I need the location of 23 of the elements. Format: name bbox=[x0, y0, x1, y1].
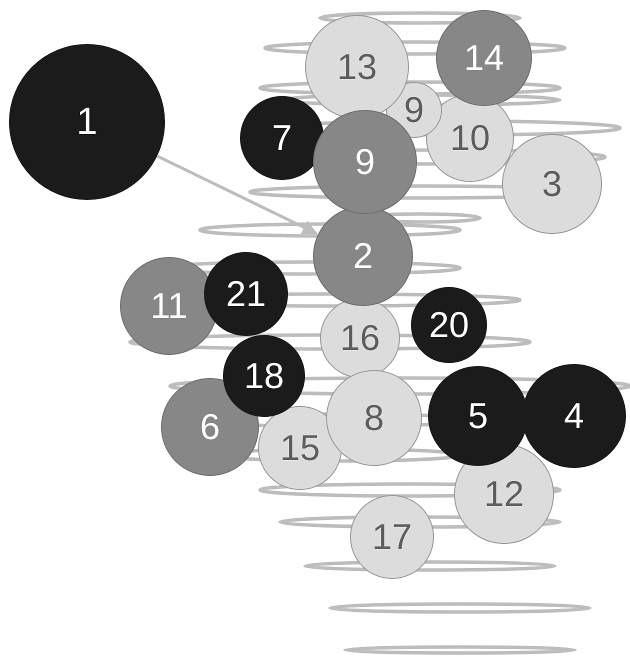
circle-number: 4 bbox=[564, 398, 584, 434]
arrow bbox=[156, 154, 318, 235]
circle-number: 9 bbox=[354, 144, 376, 180]
circle-number: 13 bbox=[336, 49, 378, 85]
circle-number: 1 bbox=[76, 103, 98, 141]
circle-number: 6 bbox=[200, 409, 220, 445]
circle-number: 11 bbox=[150, 288, 188, 324]
circle-number: 15 bbox=[280, 430, 320, 466]
circle-number: 12 bbox=[484, 476, 524, 512]
circle-number: 7 bbox=[272, 120, 292, 156]
circle-number: 5 bbox=[468, 398, 488, 434]
circle-number: 8 bbox=[364, 400, 384, 436]
numbered-circle bbox=[436, 10, 532, 106]
circle-number: 14 bbox=[464, 40, 504, 76]
circle-number: 18 bbox=[244, 358, 284, 394]
circle-number: 2 bbox=[352, 238, 374, 274]
circle-number: 16 bbox=[340, 320, 380, 356]
circle-number: 3 bbox=[542, 166, 562, 202]
circle-number: 20 bbox=[428, 307, 470, 343]
circle-number: 9 bbox=[404, 92, 424, 128]
circle-number: 17 bbox=[372, 519, 412, 555]
circle-number: 10 bbox=[450, 120, 490, 156]
circle-number: 21 bbox=[226, 276, 266, 312]
